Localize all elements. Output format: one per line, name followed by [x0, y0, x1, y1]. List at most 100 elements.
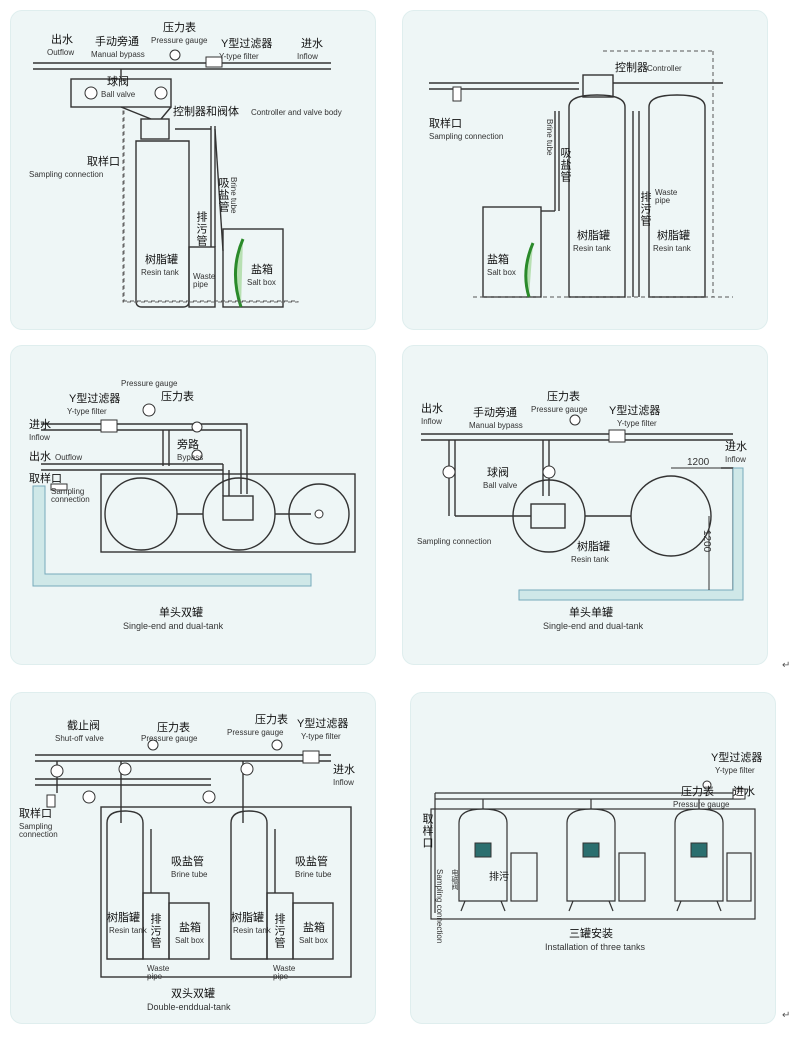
p2-resin-label: 树脂罐	[577, 230, 610, 242]
p1-bypass-en: Manual bypass	[91, 50, 145, 59]
p1-outflow-en: Outflow	[47, 48, 75, 57]
p4-gauge-en: Pressure gauge	[531, 405, 588, 414]
p6-caption-en: Installation of three tanks	[545, 942, 646, 952]
p5-resin1-label: 树脂罐	[107, 912, 140, 924]
p1-resin-label: 树脂罐	[145, 254, 178, 266]
p5-resin2-en: Resin tank	[233, 926, 271, 935]
p3-caption: 单头双罐	[159, 607, 203, 619]
p6-inflow-label: 进水	[733, 786, 755, 798]
p5-sample-label: 取样口	[19, 808, 52, 820]
p2-brine-en: Brine tube	[545, 119, 554, 156]
panel-double-end-dual-tank: 截止阀 Shut-off valve 压力表 Pressure gauge 压力…	[10, 692, 376, 1024]
p4-filter-en: Y-type filter	[617, 419, 657, 428]
paragraph-mark-2: ↵	[782, 1010, 791, 1021]
p5-salt1-en: Salt box	[175, 936, 204, 945]
p5-gauge1-en: Pressure gauge	[141, 734, 198, 743]
p5-shutoff-en: Shut-off valve	[55, 734, 104, 743]
p3-inflow-label: 进水	[29, 419, 51, 431]
p5-shutoff-label: 截止阀	[67, 720, 100, 732]
p3-gauge-en: Pressure gauge	[121, 379, 178, 388]
panel-dual-tank-install: 控制器 Controller 取样口 Sampling connection B…	[402, 10, 768, 330]
panel-single-end-dual-tank-top: Pressure gauge 压力表 Y型过滤器 Y-type filter 进…	[10, 345, 376, 665]
p6-sample-label: 取样口	[421, 813, 433, 849]
p1-sample-en: Sampling connection	[29, 170, 104, 179]
p5-waste2-en: Waste pipe	[273, 964, 296, 981]
panel-single-tank-install: 出水 Outflow 手动旁通 Manual bypass 压力表 Pressu…	[10, 10, 376, 330]
p2-sample-en: Sampling connection	[429, 132, 504, 141]
p5-brine2-en: Brine tube	[295, 870, 332, 879]
p2-resin-en: Resin tank	[573, 244, 611, 253]
p5-filter-en: Y-type filter	[301, 732, 341, 741]
p1-salt-label: 盐箱	[251, 264, 273, 276]
p3-sample-label: 取样口	[29, 473, 62, 485]
p5-caption: 双头双罐	[171, 988, 215, 1000]
p1-gauge-en: Pressure gauge	[151, 36, 208, 45]
p1-filter-label: Y型过滤器	[221, 38, 273, 50]
p5-inflow-label: 进水	[333, 764, 355, 776]
p3-outflow-en: Outflow	[55, 453, 83, 462]
p5-waste2-label: 排污管	[273, 913, 285, 949]
p6-caption: 三罐安装	[569, 928, 613, 940]
panel-3-diagram	[32, 403, 356, 587]
panel-6-diagram	[430, 780, 756, 920]
p2-ctrl-en: Controller	[647, 64, 682, 73]
p4-resin-label: 树脂罐	[577, 541, 610, 553]
panel-5-diagram	[35, 739, 352, 978]
p1-gauge-label: 压力表	[163, 22, 196, 34]
p4-dim-vertical: 1200	[701, 530, 712, 553]
p1-waste-label: 排污管	[195, 211, 207, 247]
p1-salt-en: Salt box	[247, 278, 276, 287]
p4-dim-horizontal: 1200	[687, 457, 710, 468]
panel-4-diagram	[421, 414, 744, 601]
p5-waste1-label: 排污管	[149, 913, 161, 949]
p4-inflow-en: Inflow	[725, 455, 746, 464]
p3-sample-en: Sampling connection	[51, 487, 90, 504]
p3-bypass-en: Bypass	[177, 453, 204, 462]
p2-resin2-en: Resin tank	[653, 244, 691, 253]
p5-resin2-label: 树脂罐	[231, 912, 264, 924]
p1-waste-en: Waste pipe	[193, 272, 216, 289]
paragraph-mark: ↵	[782, 660, 791, 671]
p1-bypass-label: 手动旁通	[95, 36, 139, 48]
p4-filter-label: Y型过滤器	[609, 405, 661, 417]
p4-inflow-label: 进水	[725, 441, 747, 453]
p1-ctrl-en: Controller and valve body	[251, 108, 342, 117]
p2-salt-label: 盐箱	[487, 254, 509, 266]
panel-1-diagram	[33, 49, 331, 308]
p1-brine-label: 吸盐管	[217, 177, 229, 213]
p5-salt2-en: Salt box	[299, 936, 328, 945]
p2-salt-en: Salt box	[487, 268, 516, 277]
p2-brine-label: 吸盐管	[559, 147, 571, 183]
p5-inflow-en: Inflow	[333, 778, 354, 787]
p3-caption-en: Single-end and dual-tank	[123, 621, 224, 631]
p6-filter-en: Y-type filter	[715, 766, 755, 775]
p6-filter-label: Y型过滤器	[711, 752, 763, 764]
p3-outflow-label: 出水	[29, 451, 51, 463]
p1-filter-en: Y-type filter	[219, 52, 259, 61]
p4-resin-en: Resin tank	[571, 555, 609, 564]
panel-single-end-single-tank-top: 出水 Inflow 手动旁通 Manual bypass 压力表 Pressur…	[402, 345, 768, 665]
p2-ctrl-label: 控制器	[615, 62, 648, 74]
p2-waste-en: Waste pipe	[655, 188, 678, 205]
p3-gauge-label: 压力表	[161, 391, 194, 403]
p5-salt1-label: 盐箱	[179, 922, 201, 934]
p5-resin1-en: Resin tank	[109, 926, 147, 935]
p2-sample-label: 取样口	[429, 118, 462, 130]
p1-inflow-en: Inflow	[297, 52, 318, 61]
p5-brine1-label: 吸盐管	[171, 856, 204, 868]
p3-filter-en: Y-type filter	[67, 407, 107, 416]
p5-brine2-label: 吸盐管	[295, 856, 328, 868]
p4-ball-label: 球阀	[487, 467, 509, 479]
p4-sample-en: Sampling connection	[417, 537, 492, 546]
p1-brine-en: Brine tube	[229, 177, 238, 214]
p5-filter-label: Y型过滤器	[297, 718, 349, 730]
p2-waste-label: 排污管	[639, 191, 651, 227]
panel-three-tank-install: Y型过滤器 Y-type filter 压力表 Pressure gauge 进…	[410, 692, 776, 1024]
p1-ctrl-label: 控制器和阀体	[173, 106, 239, 118]
p4-bypass-en: Manual bypass	[469, 421, 523, 430]
p1-resin-en: Resin tank	[141, 268, 179, 277]
p1-ball-en: Ball valve	[101, 90, 136, 99]
p6-waste-label: 排污	[489, 872, 509, 883]
p2-resin2-label: 树脂罐	[657, 230, 690, 242]
p5-waste1-en: Waste pipe	[147, 964, 170, 981]
